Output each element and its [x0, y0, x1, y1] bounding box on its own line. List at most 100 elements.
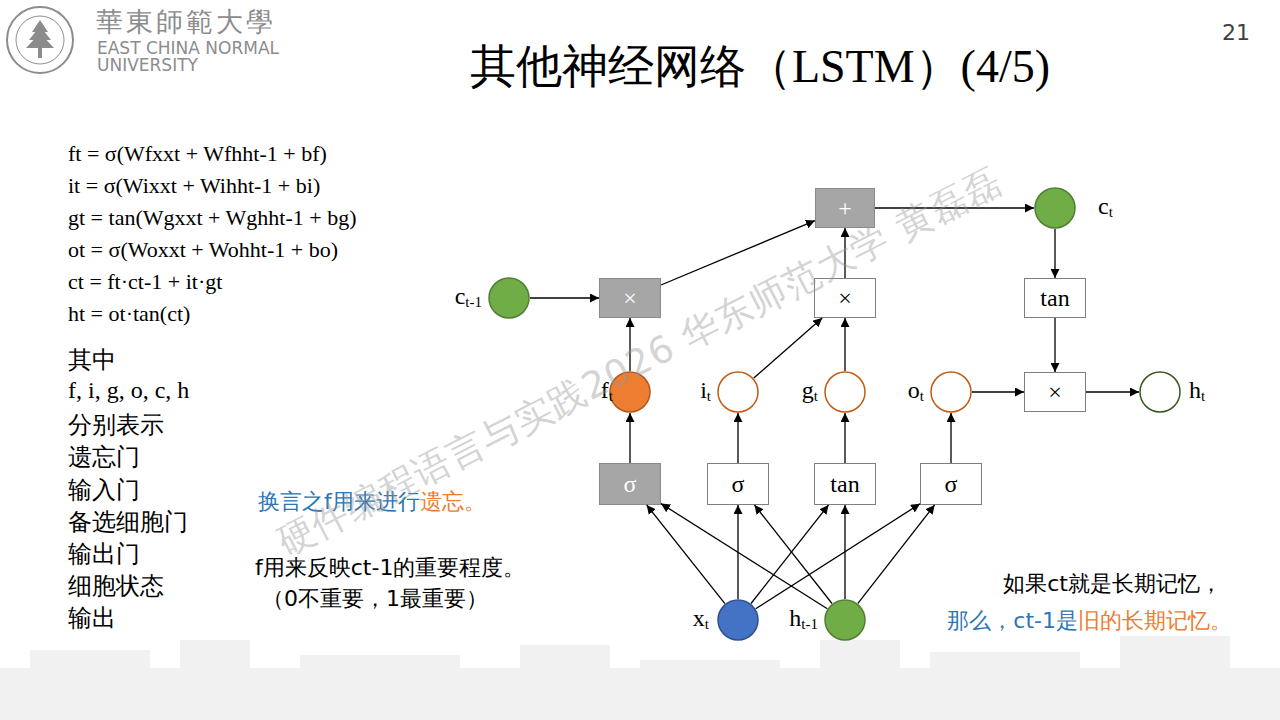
multiply-operator: ×: [1024, 372, 1086, 412]
arrow-connector: [844, 413, 845, 463]
output-node: ht: [1139, 371, 1181, 413]
output-gate-node: ot: [930, 371, 972, 413]
arrow-connector: [661, 504, 827, 609]
equation: ft = σ(Wfxxt + Wfhht-1 + bf): [68, 141, 327, 167]
legend-text: 遗忘门: [68, 441, 140, 473]
operator-symbol: ×: [838, 285, 852, 312]
circle-outline: [488, 277, 530, 319]
node-label: it: [700, 377, 711, 405]
circle-outline: [1139, 371, 1181, 413]
circle-shape: [718, 372, 758, 412]
note-line: 那么，ct-1是旧的长期记忆。: [947, 606, 1232, 636]
sigmoid-box: σ: [599, 463, 661, 505]
circle-outline: [1034, 187, 1076, 229]
equation: ot = σ(Woxxt + Wohht-1 + bo): [68, 237, 338, 263]
operator-symbol: ×: [1048, 379, 1062, 406]
university-name-en: UNIVERSITY: [97, 55, 198, 75]
legend-text: 输入门: [68, 474, 140, 506]
operator-symbol: tan: [1040, 285, 1069, 312]
candidate-gate-node: gt: [824, 371, 866, 413]
node-label: ct: [1098, 193, 1113, 221]
arrow-connector: [972, 391, 1024, 392]
cell-state-node: ct: [1034, 187, 1076, 229]
circle-shape: [825, 600, 865, 640]
circle-outline: [824, 371, 866, 413]
box-text-wrap: σ: [600, 464, 660, 504]
node-label: ct-1: [455, 283, 482, 311]
arrow-connector: [756, 504, 920, 609]
circle-outline: [824, 599, 866, 641]
box-text-wrap: tan: [1025, 279, 1085, 317]
sigmoid-box: σ: [707, 463, 769, 505]
equation: it = σ(Wixxt + Wihht-1 + bi): [68, 173, 320, 199]
box-text-wrap: ×: [600, 279, 660, 317]
equation: ht = ot·tan(ct): [68, 301, 190, 327]
equation: gt = tan(Wgxxt + Wghht-1 + bg): [68, 205, 357, 231]
prev-hidden-node: ht-1: [824, 599, 866, 641]
circle-outline: [930, 371, 972, 413]
legend-text: f, i, g, o, c, h: [68, 377, 189, 404]
note-text: 如果ct就是长期记忆，: [1003, 569, 1222, 599]
arrow-connector: [1086, 391, 1139, 392]
multiply-operator: ×: [599, 278, 661, 318]
operator-symbol: σ: [945, 471, 958, 498]
legend-text: 输出: [68, 602, 116, 634]
node-label: gt: [802, 377, 818, 405]
sigmoid-box: σ: [920, 463, 982, 505]
note-text: （0不重要，1最重要）: [262, 584, 488, 614]
arrow-connector: [647, 505, 725, 604]
circle-shape: [610, 372, 650, 412]
arrow-connector: [629, 413, 630, 463]
legend-text: 细胞状态: [68, 570, 164, 602]
node-label: ot: [908, 377, 924, 405]
legend-text: 其中: [68, 344, 116, 376]
node-label: xt: [693, 605, 709, 633]
logo-ring-inner: [16, 16, 64, 64]
legend-text: 分别表示: [68, 409, 164, 441]
building-silhouette: [0, 636, 1280, 720]
arrow-connector: [755, 505, 833, 604]
prev-cell-state-node: ct-1: [488, 277, 530, 319]
arrow-connector: [844, 318, 845, 371]
operator-symbol: σ: [624, 471, 637, 498]
box-text-wrap: tan: [815, 464, 875, 504]
circle-shape: [489, 278, 529, 318]
arrow-connector: [530, 297, 599, 298]
note-text: 那么，ct-1是: [947, 608, 1078, 633]
logo-tree: [26, 20, 54, 58]
circle-outline: [717, 599, 759, 641]
circle-outline: [717, 371, 759, 413]
tanh-box: tan: [1024, 278, 1086, 318]
box-text-wrap: σ: [708, 464, 768, 504]
arrow-connector: [737, 413, 738, 463]
arrow-connector: [1054, 229, 1055, 278]
note-highlight: 旧的长期记忆。: [1078, 608, 1232, 633]
equation: ct = ft·ct-1 + it·gt: [68, 269, 222, 295]
input-gate-node: it: [717, 371, 759, 413]
circle-shape: [718, 600, 758, 640]
slide-title: 其他神经网络（LSTM）(4/5): [380, 36, 1140, 98]
page-number: 21: [1222, 20, 1250, 45]
tanh-box: tan: [814, 463, 876, 505]
node-label: ht-1: [789, 605, 818, 633]
operator-symbol: tan: [830, 471, 859, 498]
logo-ring: [7, 7, 73, 73]
circle-shape: [1140, 372, 1180, 412]
circle-shape: [825, 372, 865, 412]
legend-text: 备选细胞门: [68, 506, 188, 538]
arrow-connector: [1054, 318, 1055, 372]
input-node: xt: [717, 599, 759, 641]
operator-symbol: +: [838, 195, 852, 222]
arrow-connector: [950, 413, 951, 463]
arrow-connector: [754, 318, 822, 378]
arrow-connector: [844, 505, 845, 599]
arrow-connector: [858, 505, 935, 603]
box-text-wrap: ×: [1025, 373, 1085, 411]
legend-text: 输出门: [68, 538, 140, 570]
circle-shape: [931, 372, 971, 412]
university-logo: [4, 4, 76, 76]
university-name-cn: 華東師範大學: [96, 4, 276, 40]
arrow-connector: [751, 505, 829, 604]
operator-symbol: σ: [732, 471, 745, 498]
